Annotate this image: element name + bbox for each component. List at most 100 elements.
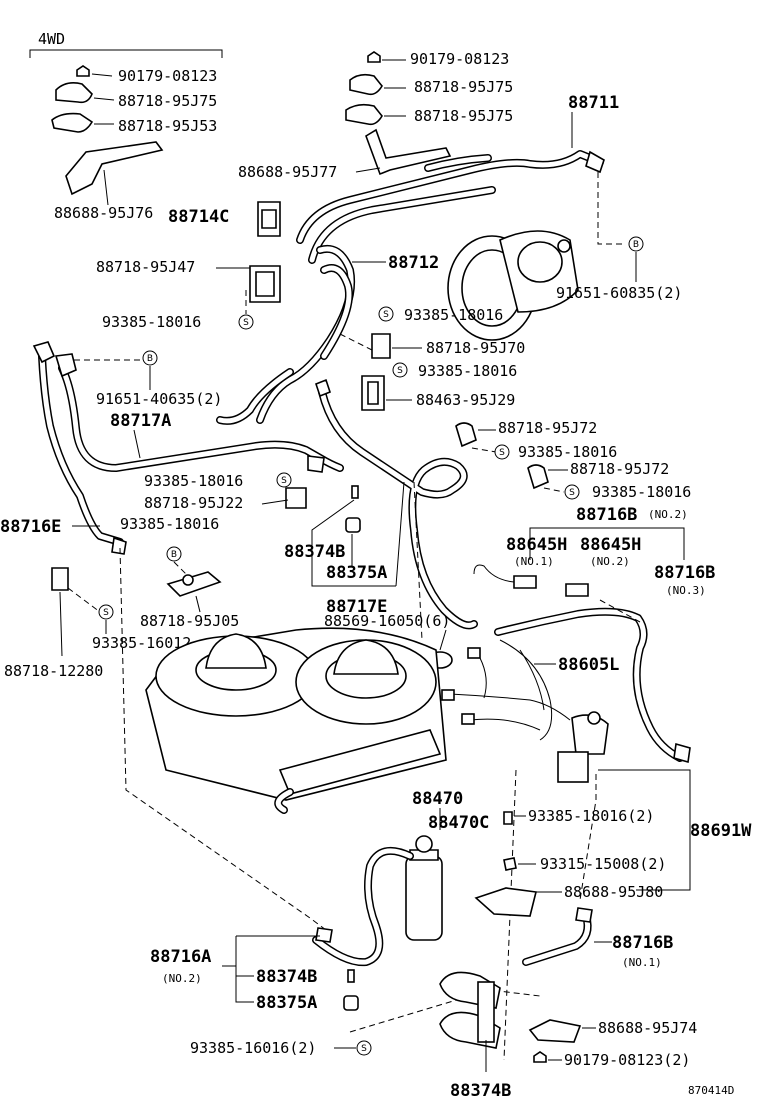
part-clamp-88718-95J72-b <box>527 464 549 490</box>
svg-text:S: S <box>103 608 109 618</box>
label-91651-60835: 91651-60835(2) <box>556 284 682 302</box>
label-88718-95J72-a: 88718-95J72 <box>498 419 597 437</box>
label-88645h-b: 88645H <box>580 535 641 555</box>
label-88714c: 88714C <box>168 207 229 227</box>
label-88716b-right: 88716B <box>654 563 715 583</box>
leader-88569-16050 <box>439 629 447 651</box>
mark-s-b: S <box>378 306 394 322</box>
dash-compressor-bolt <box>597 172 626 245</box>
label-88712: 88712 <box>388 253 439 273</box>
label-93385-16012: 93385-16012 <box>92 634 191 652</box>
part-clamp-88718-95J47 <box>249 265 281 303</box>
part-grommet-88374b-a <box>351 485 359 499</box>
part-sensor-88645h-a <box>473 564 537 589</box>
pipe-88716e <box>32 341 127 555</box>
label-88716b-bottom: 88716B <box>612 933 673 953</box>
part-clamp-88718-12280 <box>51 567 69 591</box>
svg-text:S: S <box>499 448 505 458</box>
label-88718-95J70: 88718-95J70 <box>426 339 525 357</box>
label-90179-08123-b: 90179-08123 <box>410 50 509 68</box>
label-88605l: 88605L <box>558 655 619 675</box>
label-88688-95J77: 88688-95J77 <box>238 163 337 181</box>
dash-88717e-route <box>413 481 423 641</box>
part-sensor-88645h-b <box>565 583 589 597</box>
leader-88717e-bracket <box>311 499 396 587</box>
label-88375a-b: 88375A <box>256 993 317 1013</box>
part-clamp-88718-95J75-b <box>349 73 406 96</box>
label-93315-15008: 93315-15008(2) <box>540 855 666 873</box>
mark-s-e: S <box>564 484 580 500</box>
label-no3: (NO.3) <box>666 584 706 597</box>
dash-sensor-route <box>599 599 641 623</box>
pipe-88717a <box>54 353 344 473</box>
part-bracket-88688-95J77 <box>365 128 452 176</box>
label-93385-16016: 93385-16016(2) <box>190 1039 316 1057</box>
diagram-code: 870414D <box>688 1084 734 1097</box>
label-88463-95J29: 88463-95J29 <box>416 391 515 409</box>
svg-text:S: S <box>243 318 249 328</box>
svg-text:B: B <box>147 354 153 364</box>
label-no1-a: (NO.1) <box>514 555 554 568</box>
harness-88605l <box>441 639 571 741</box>
part-clamp-88718-95J75-c <box>345 103 406 126</box>
mark-s-c: S <box>392 362 408 378</box>
label-4wd: 4WD <box>38 30 65 48</box>
blower-unit <box>145 627 447 814</box>
mark-s-a: S <box>238 314 254 330</box>
label-no2-a: (NO.2) <box>648 508 688 521</box>
label-90179-08123-a: 90179-08123 <box>118 67 217 85</box>
label-88718-95J05: 88718-95J05 <box>140 612 239 630</box>
mark-s-i: S <box>356 1040 372 1056</box>
part-grommet-88375a-a <box>345 517 361 533</box>
label-90179-08123-c: 90179-08123(2) <box>564 1051 690 1069</box>
label-93385-18016-a: 93385-18016 <box>102 313 201 331</box>
part-grommet-88374b-b <box>347 969 355 983</box>
part-nut-90179-c <box>533 1051 547 1063</box>
label-88718-95J72-b: 88718-95J72 <box>570 460 669 478</box>
part-bracket-88374b-c <box>439 971 501 1072</box>
label-88716b-top: 88716B <box>576 505 637 525</box>
label-88717e: 88717E <box>326 597 387 617</box>
leader-88716a-bracket <box>235 936 254 1003</box>
mark-b-b: B <box>166 546 182 562</box>
label-88688-95J74: 88688-95J74 <box>598 1019 697 1037</box>
label-88718-95J75-a: 88718-95J75 <box>118 92 217 110</box>
part-nut-90179-b <box>367 51 406 63</box>
compressor <box>447 230 579 341</box>
mark-s-d: S <box>494 444 510 460</box>
label-88645h-a: 88645H <box>506 535 567 555</box>
part-clamp-88718-95J53 <box>51 112 114 133</box>
pipe-88717e <box>315 378 478 630</box>
label-93385-18016-g: 93385-18016 <box>120 515 219 533</box>
pipe-88716b-bottom <box>522 907 593 966</box>
leader-88717a <box>133 429 141 459</box>
mark-s-h: S <box>98 604 114 620</box>
part-clamp-88718-95J70 <box>371 333 391 359</box>
part-clamp-88718-95J22 <box>285 487 307 509</box>
label-91651-40635: 91651-40635(2) <box>96 390 222 408</box>
mark-b-a: B <box>142 350 158 366</box>
leader-88718-95J05 <box>195 595 201 613</box>
label-88718-95J22: 88718-95J22 <box>144 494 243 512</box>
part-receiver-88470 <box>405 835 443 941</box>
label-88375a-a: 88375A <box>326 563 387 583</box>
svg-text:S: S <box>397 366 403 376</box>
label-88718-95J53: 88718-95J53 <box>118 117 217 135</box>
dash-s-d <box>471 447 497 453</box>
part-clamp-88718-95J05 <box>166 571 222 597</box>
dash-b-b <box>173 561 187 575</box>
leader-88716b-top <box>529 527 685 560</box>
part-bracket-88463-95J29 <box>361 375 385 411</box>
dash-s-h <box>67 587 101 613</box>
label-88717a: 88717A <box>110 411 171 431</box>
part-bolt-93385-18016-2 <box>503 811 513 825</box>
part-grommet-88375a-b <box>343 995 359 1011</box>
dash-s-e <box>543 487 565 493</box>
svg-text:S: S <box>361 1044 367 1054</box>
svg-text:S: S <box>281 476 287 486</box>
label-no1-b: (NO.1) <box>622 956 662 969</box>
label-88374b-c: 88374B <box>450 1081 511 1101</box>
part-clamp-88718-95J75-a <box>55 82 115 104</box>
dash-valve-route <box>579 774 597 901</box>
